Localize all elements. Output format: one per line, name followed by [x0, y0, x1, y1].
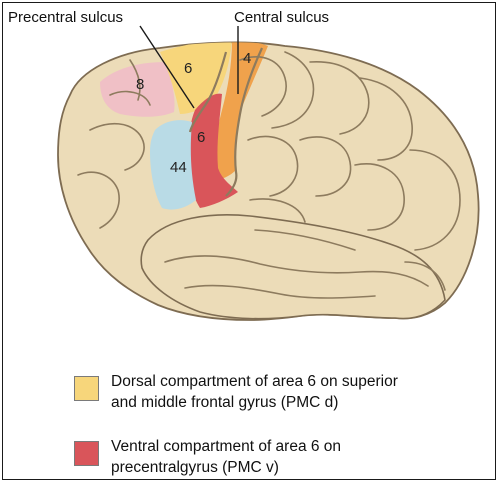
gyri-folds	[77, 51, 461, 299]
area-4-region	[214, 42, 268, 180]
area-4-label: 4	[243, 50, 252, 67]
area-44-region	[150, 120, 196, 210]
legend-dorsal-line1: Dorsal compartment of area 6 on superior	[111, 373, 398, 390]
area-8-label: 8	[136, 76, 145, 93]
area-44-label: 44	[170, 159, 187, 176]
temporal-lobe	[140, 214, 446, 320]
legend-swatch-ventral	[74, 441, 99, 466]
legend-dorsal-line2: and middle frontal gyrus (PMC d)	[111, 394, 339, 411]
precentral-sulcus-label: Precentral sulcus	[8, 9, 124, 26]
area-6-ventral-region	[188, 93, 238, 208]
legend-text-dorsal: Dorsal compartment of area 6 on superior…	[111, 371, 398, 413]
precentral-sulcus-groove	[188, 51, 228, 133]
legend-item-dorsal: Dorsal compartment of area 6 on superior…	[74, 371, 398, 413]
legend-swatch-dorsal	[74, 376, 99, 401]
central-sulcus-label: Central sulcus	[234, 9, 330, 26]
legend-text-ventral: Ventral compartment of area 6 on precent…	[111, 436, 341, 478]
legend-ventral-line2: precentralgyrus (PMC v)	[111, 459, 279, 476]
legend-ventral-line1: Ventral compartment of area 6 on	[111, 438, 342, 455]
central-sulcus-groove	[225, 47, 264, 197]
area-6-ventral-label: 6	[197, 129, 206, 146]
area-8-region	[100, 62, 175, 117]
precentral-leader-line	[139, 25, 195, 109]
area-6-dorsal-label: 6	[184, 60, 193, 77]
legend-item-ventral: Ventral compartment of area 6 on precent…	[74, 436, 341, 478]
